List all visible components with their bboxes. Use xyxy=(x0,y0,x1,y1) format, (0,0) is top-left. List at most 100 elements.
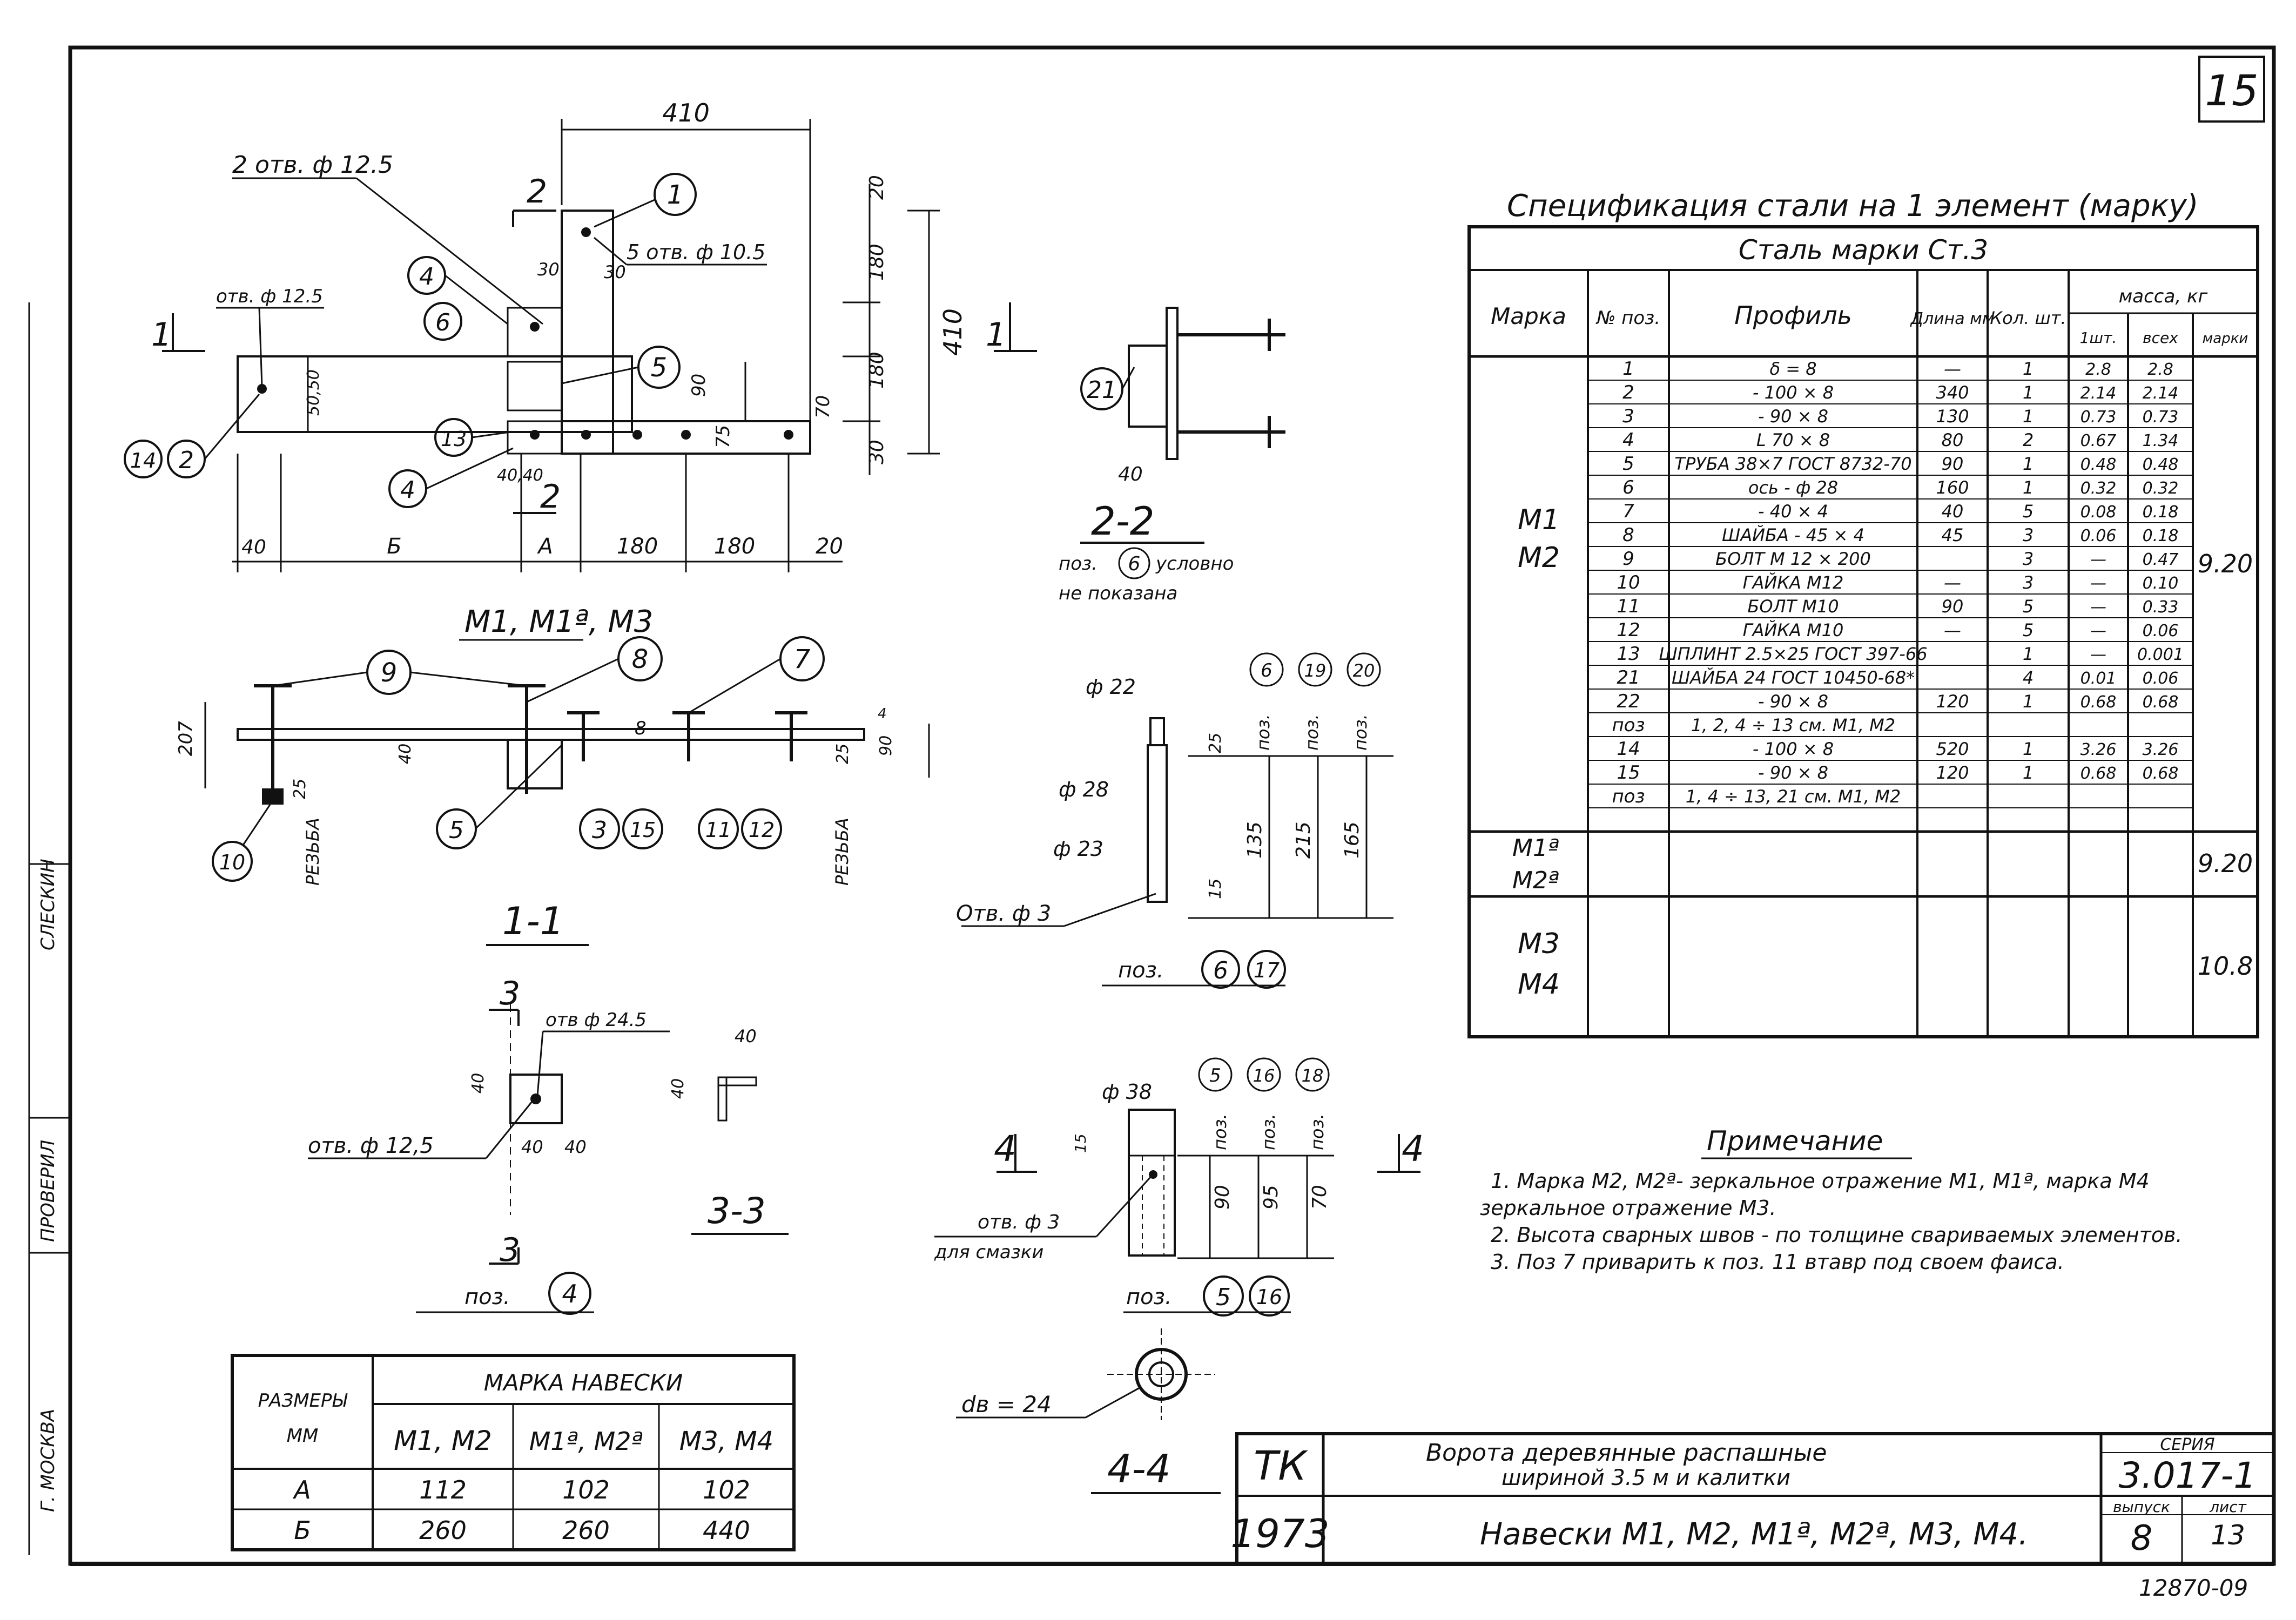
spec-cell-length: 90 xyxy=(1942,596,1964,617)
spec-cell-pos: 4 xyxy=(1622,429,1634,451)
spec-cell-all: 0.33 xyxy=(2143,598,2179,617)
svg-text:поз.: поз. xyxy=(1350,714,1371,751)
spec-cell-all: 0.32 xyxy=(2143,479,2179,498)
spec-cell-all: 0.48 xyxy=(2143,455,2179,474)
svg-text:отв. ф 12,5: отв. ф 12,5 xyxy=(308,1133,434,1158)
spec-cell-all: 0.73 xyxy=(2143,408,2179,427)
thread-left: РЕЗЬБА xyxy=(302,818,323,886)
spec-cell-all: 1.34 xyxy=(2143,431,2179,450)
spec-cell-profile: ШАЙБА - 45 × 4 xyxy=(1722,525,1864,545)
svg-text:марки: марки xyxy=(2203,330,2248,347)
spec-cell-profile: L 70 × 8 xyxy=(1756,430,1830,450)
svg-text:4: 4 xyxy=(1402,1128,1424,1170)
spec-title: Спецификация стали на 1 элемент (марку) xyxy=(1507,188,2198,224)
elevation-balloons: 9 8 7 5 3 15 11 12 10 xyxy=(212,636,825,882)
svg-text:зеркальное отражение M3.: зеркальное отражение M3. xyxy=(1480,1196,1776,1220)
dim-8: 8 xyxy=(635,718,647,739)
dim-B: Б xyxy=(387,534,401,559)
svg-text:масса, кг: масса, кг xyxy=(2119,286,2209,307)
svg-text:90: 90 xyxy=(1211,1185,1234,1210)
svg-text:M1ª, M2ª: M1ª, M2ª xyxy=(529,1427,643,1456)
pos-balloon: 2 xyxy=(179,447,194,474)
svg-text:условно: условно xyxy=(1155,553,1234,575)
svg-text:Марка: Марка xyxy=(1491,303,1566,329)
svg-text:6: 6 xyxy=(1128,553,1141,575)
spec-cell-qty: 5 xyxy=(2023,501,2034,522)
svg-text:3. Поз 7 приварить к поз. 11: 3. Поз 7 приварить к поз. 11 втавр под с… xyxy=(1491,1250,2064,1274)
spec-cell-qty: 1 xyxy=(2023,762,2034,783)
spec-cell-qty: 3 xyxy=(2023,525,2034,545)
svg-text:не показана: не показана xyxy=(1059,583,1177,604)
section-1-right: 1 xyxy=(986,316,1006,354)
steel-grade: Сталь марки Ст.3 xyxy=(1739,234,1988,266)
svg-text:поз.: поз. xyxy=(1126,1285,1172,1310)
spec-cell-length: 120 xyxy=(1936,762,1969,783)
dim-40-s: 40 xyxy=(1118,463,1143,485)
svg-text:всех: всех xyxy=(2143,329,2178,347)
svg-text:1шт.: 1шт. xyxy=(2080,329,2117,347)
dim-180-h1: 180 xyxy=(617,534,658,559)
svg-text:7: 7 xyxy=(794,644,811,674)
svg-text:135: 135 xyxy=(1244,821,1266,859)
notes: Примечание 1. Марка M2, M2ª- зеркальное … xyxy=(1480,1125,2182,1274)
pos-21: 21 xyxy=(1087,376,1117,404)
spec-cell-one: — xyxy=(2090,645,2106,664)
plan-angle-bottom xyxy=(507,420,563,455)
dim-30-b: 30 xyxy=(604,262,626,282)
spec-cell-length: — xyxy=(1944,572,1961,593)
spec-cell-length: 80 xyxy=(1942,430,1964,450)
section-4-4-title: 4-4 xyxy=(1107,1446,1171,1491)
spec-cell-qty: 1 xyxy=(2023,382,2034,403)
dim-410-top: 410 xyxy=(662,98,710,127)
spec-cell-profile: δ = 8 xyxy=(1769,359,1816,379)
pos-balloon: 1 xyxy=(667,180,684,210)
spec-cell-profile: - 100 × 8 xyxy=(1753,739,1834,759)
spec-cell-profile: БОЛТ М 12 × 200 xyxy=(1715,549,1871,569)
spec-cell-profile: ГАЙКА М10 xyxy=(1743,620,1844,640)
spec-cell-pos: 2 xyxy=(1622,382,1634,403)
plan-tube xyxy=(507,361,563,411)
spec-cell-all: 0.06 xyxy=(2143,669,2179,688)
dim-20-h: 20 xyxy=(816,534,843,559)
dim-207: 207 xyxy=(175,721,197,756)
margin-name: СЛЕСКИН xyxy=(37,859,59,950)
svg-text:M1, M2: M1, M2 xyxy=(394,1425,492,1456)
svg-text:Профиль: Профиль xyxy=(1734,301,1852,330)
pos-balloon: 6 xyxy=(435,309,450,336)
callout-hole-left: отв. ф 12.5 xyxy=(216,286,323,307)
plan-holes xyxy=(257,227,793,440)
spec-cell-all: 0.06 xyxy=(2143,622,2179,640)
spec-cell-profile: - 90 × 8 xyxy=(1758,406,1828,427)
svg-text:165: 165 xyxy=(1341,821,1363,859)
pos-balloon: 13 xyxy=(441,427,467,451)
svg-text:215: 215 xyxy=(1292,821,1315,859)
svg-text:поз.: поз. xyxy=(1307,1113,1328,1150)
spec-cell-pos: 10 xyxy=(1617,572,1640,593)
axle-detail: ф 22 ф 28 ф 23 Отв. ф 3 135 215 165 25 1… xyxy=(956,652,1393,989)
spec-cell-one: — xyxy=(2090,622,2106,640)
spec-cell-one: 0.06 xyxy=(2080,526,2117,545)
spec-cell-pos: 11 xyxy=(1617,596,1640,617)
svg-text:ММ: ММ xyxy=(287,1425,319,1447)
svg-text:6: 6 xyxy=(1261,660,1272,681)
spec-cell-all: 0.47 xyxy=(2143,550,2179,569)
svg-text:102: 102 xyxy=(562,1475,610,1504)
group-2-mark-a: M1ª xyxy=(1512,834,1559,862)
group-1-mass: 9.20 xyxy=(2198,549,2253,578)
svg-text:40: 40 xyxy=(521,1137,543,1157)
pos-balloon: 4 xyxy=(400,476,415,504)
svg-text:поз.: поз. xyxy=(1258,1113,1279,1150)
spec-cell-length: 130 xyxy=(1936,406,1969,427)
svg-text:40: 40 xyxy=(564,1137,587,1157)
spec-cell-qty: 1 xyxy=(2023,454,2034,474)
spec-cell-one: 0.68 xyxy=(2080,693,2117,712)
svg-text:ф 38: ф 38 xyxy=(1102,1080,1152,1104)
spec-cell-one: 2.8 xyxy=(2085,360,2111,379)
dim-A: A xyxy=(536,534,553,559)
group-2-mark-b: M2ª xyxy=(1512,867,1559,894)
spec-cell-qty: 1 xyxy=(2023,644,2034,664)
title-line-1: Ворота деревянные распашные xyxy=(1426,1439,1827,1467)
spec-cell-one: — xyxy=(2090,574,2106,593)
svg-text:5: 5 xyxy=(449,816,464,844)
spec-cell-profile: 1, 2, 4 ÷ 13 см. M1, M2 xyxy=(1691,715,1895,735)
